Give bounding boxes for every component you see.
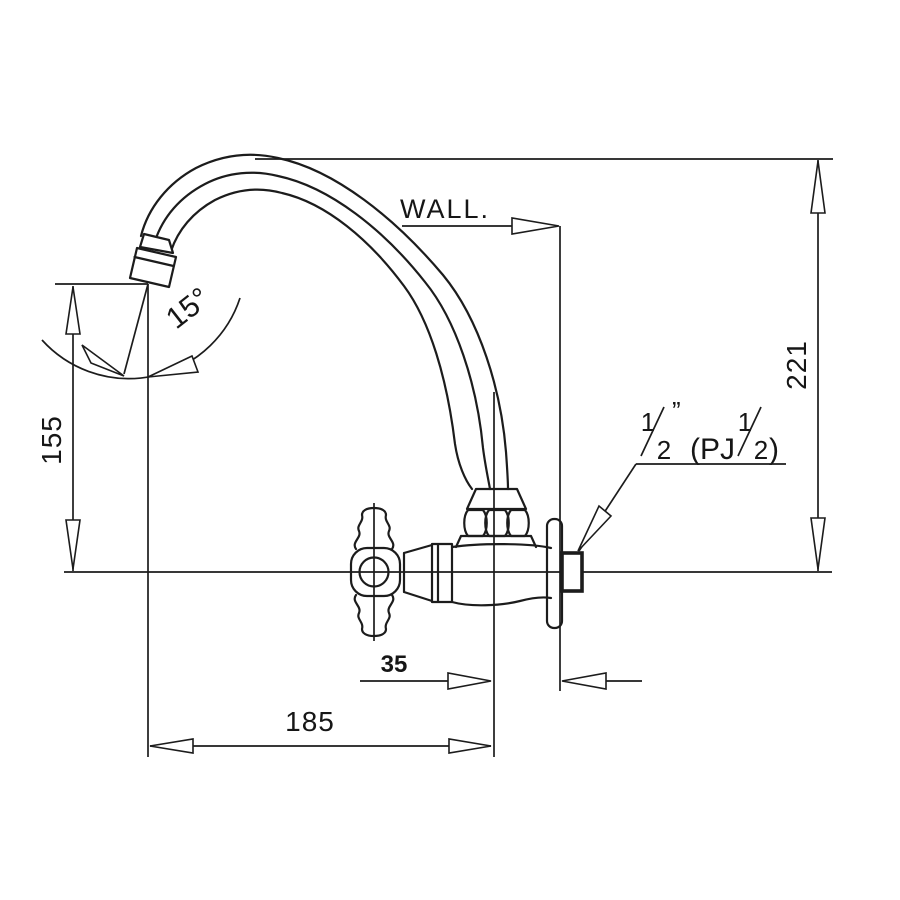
thread-frac2-numerator: 1	[738, 407, 752, 437]
body-top-edge	[450, 543, 553, 550]
aerator-cap-line	[133, 255, 175, 268]
wall-leader-arrow	[511, 217, 560, 235]
nipple-outline	[560, 551, 584, 593]
thread-inch-mark: ”	[672, 396, 681, 426]
thread-close-paren: )	[769, 433, 779, 466]
thread-frac1-numerator: 1	[641, 407, 655, 437]
nut-cap	[465, 487, 528, 511]
spout-middle-curve	[153, 171, 492, 491]
dim-155-arrow-bottom	[65, 519, 81, 570]
thread-pj-text: (PJ	[690, 433, 735, 466]
spout-inner-curve	[169, 188, 474, 491]
cross-handle	[349, 506, 402, 638]
dim-35-arrow-left	[447, 672, 492, 690]
nut-facet-right	[506, 508, 530, 538]
thread-annotation: 1 2 ” (PJ 1 2 )	[577, 396, 786, 552]
body-bottom-edge	[450, 596, 553, 607]
dim-155-label: 155	[36, 415, 67, 465]
handle-arm-top	[353, 506, 395, 551]
dim-185-arrow-left	[149, 738, 194, 754]
wall-label: WALL.	[400, 194, 490, 224]
dim-221-arrow-top	[810, 160, 826, 214]
angle-arrow-left	[81, 344, 125, 377]
wall-annotation: WALL.	[400, 194, 561, 691]
body-collar-ring	[430, 542, 454, 604]
dim-35-arrow-right	[561, 672, 607, 690]
thread-frac1-slash	[640, 406, 665, 457]
spout-outer-curve	[139, 153, 510, 491]
handle-hub-inner-circle	[358, 556, 390, 588]
dim-185-arrow-right	[448, 738, 492, 754]
handle-arm-bottom	[353, 593, 395, 638]
dim-155-arrow-top	[65, 286, 81, 335]
thread-frac2-slash	[737, 406, 762, 457]
dim-drop-155: 155	[36, 283, 148, 571]
spout-neck	[138, 232, 175, 255]
nut-facet-left	[463, 508, 488, 538]
angle-tilted-line	[123, 283, 149, 375]
swivel-nut	[454, 487, 538, 549]
centerlines	[64, 284, 832, 757]
aerator-cap	[128, 246, 178, 289]
thread-frac2-denominator: 2	[754, 435, 768, 465]
angle-arrow-right	[147, 354, 200, 378]
valve-body	[402, 542, 553, 607]
dim-221-arrow-bottom	[810, 517, 826, 570]
nut-facet-middle	[484, 508, 510, 538]
spout	[128, 153, 510, 491]
dim-185-label: 185	[285, 706, 335, 737]
thread-frac1-denominator: 2	[657, 435, 671, 465]
dim-221-label: 221	[781, 340, 812, 390]
dim-height-221: 221	[255, 158, 833, 571]
thread-leader-arrow	[577, 504, 613, 552]
handle-hub	[349, 546, 402, 598]
thread-nipple	[560, 551, 584, 593]
dim-reach-185: 185	[149, 706, 492, 754]
body-taper	[402, 543, 434, 603]
angle-label: 15°	[160, 282, 216, 336]
dim-offset-35: 35	[360, 651, 642, 690]
dim-35-label: 35	[381, 651, 408, 678]
